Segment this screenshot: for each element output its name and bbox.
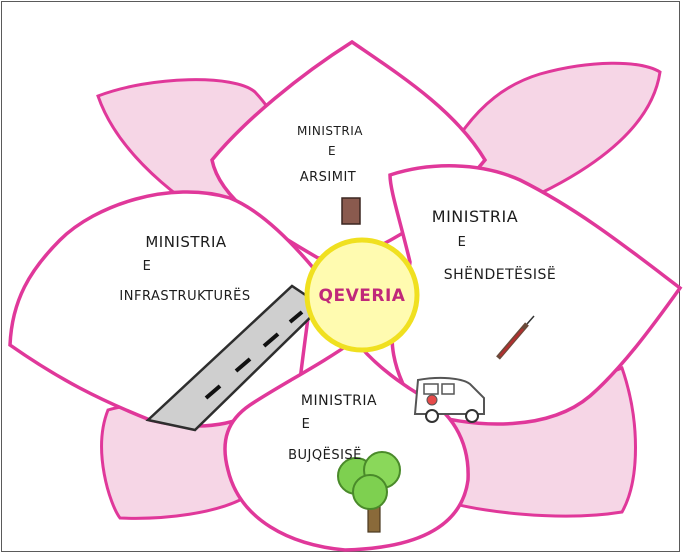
center-label: QEVERIA (319, 286, 406, 306)
petal-label-line1: MINISTRIA (145, 233, 227, 251)
ambulance-icon (413, 376, 485, 423)
petal-label-line1: MINISTRIA (297, 124, 363, 138)
petal-label-agriculture: MINISTRIA E BUJQËSISË (288, 393, 377, 463)
petal-label-line3: BUJQËSISË (288, 447, 362, 463)
center-circle (304, 237, 420, 353)
petal-label-line3: SHËNDETËSISË (444, 265, 557, 283)
petal-label-line1: MINISTRIA (301, 393, 377, 409)
petal-label-line3: INFRASTRUKTURËS (119, 288, 250, 304)
tree-icon (337, 451, 401, 533)
road-illustration (145, 284, 324, 432)
petal-label-line2: E (143, 259, 152, 274)
petal-label-infrastructure: MINISTRIA E INFRASTRUKTURËS (119, 233, 250, 304)
petal-label-line2: E (458, 235, 467, 250)
book-icon (341, 197, 361, 225)
petal-label-line1: MINISTRIA (432, 207, 518, 226)
petal-label-line3: ARSIMIT (300, 170, 357, 185)
petal-label-line2: E (328, 144, 336, 158)
syringe-icon (496, 315, 535, 360)
petal-label-line2: E (302, 417, 311, 432)
petal-label-health: MINISTRIA E SHËNDETËSISË (432, 207, 556, 283)
petal-label-education: MINISTRIA E ARSIMIT (297, 124, 363, 185)
